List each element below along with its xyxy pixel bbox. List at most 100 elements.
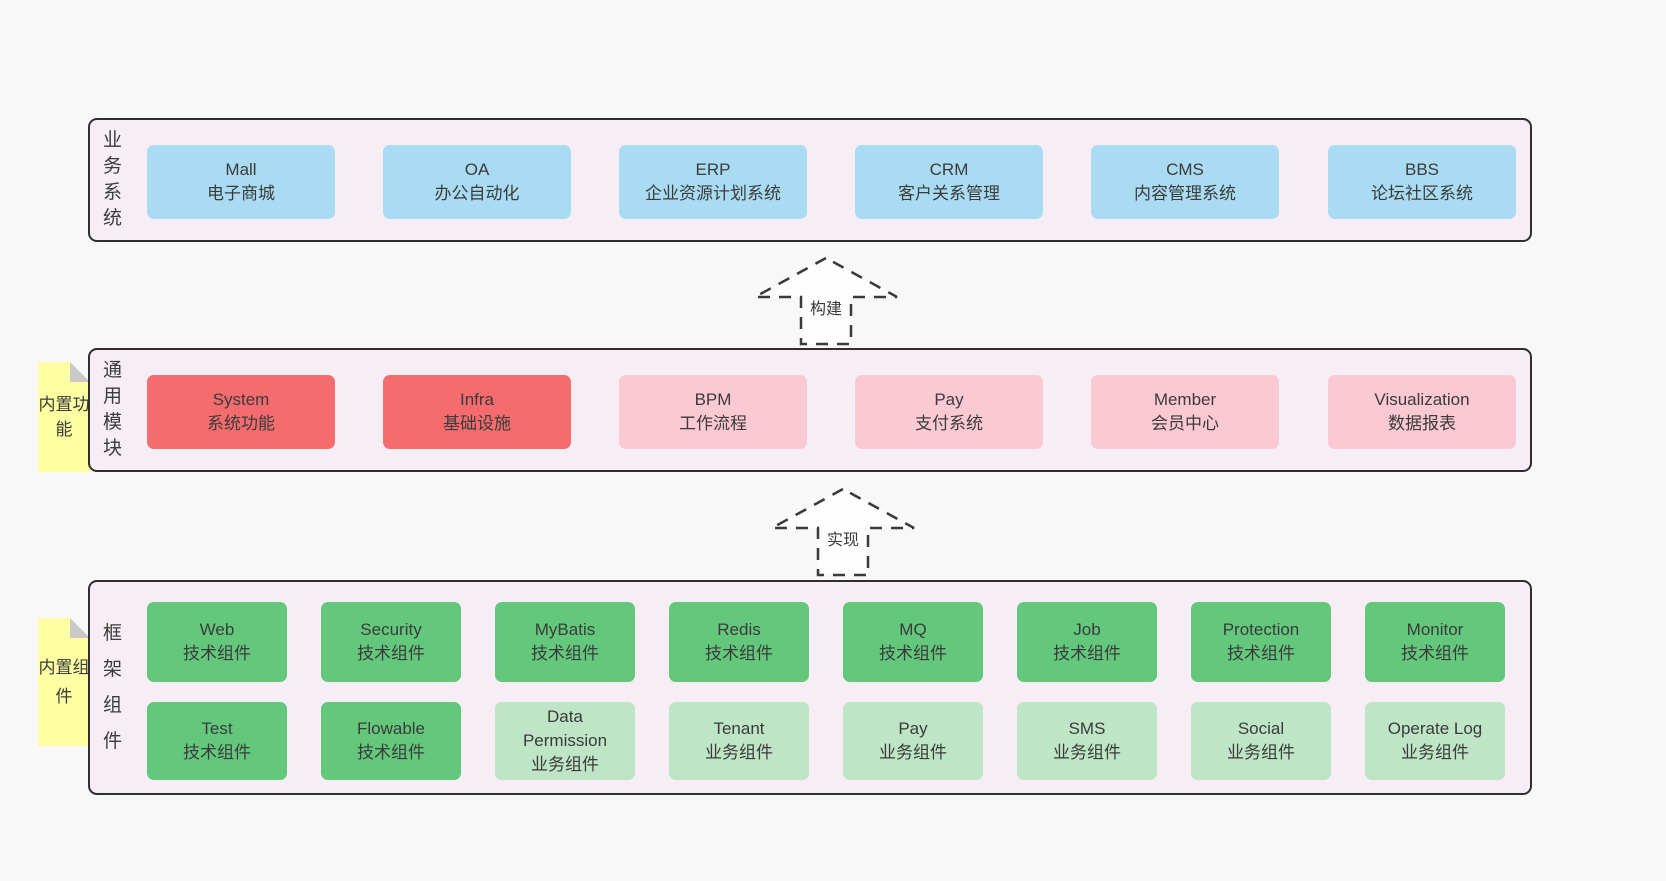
node-en-label: Pay bbox=[934, 390, 964, 409]
node-en-label: ERP bbox=[695, 160, 731, 179]
node-zh-label: 系统功能 bbox=[207, 414, 275, 433]
node-zh-label: 业务组件 bbox=[879, 743, 947, 762]
node-cms: CMS 内容管理系统 bbox=[1091, 145, 1279, 219]
node-en-label: Data Permission bbox=[522, 707, 608, 750]
node-mybatis: MyBatis 技术组件 bbox=[495, 602, 635, 682]
node-en-label: CMS bbox=[1166, 160, 1204, 179]
sticky-note-icon bbox=[38, 362, 90, 472]
node-en-label: OA bbox=[464, 160, 490, 179]
node-pay: Pay 支付系统 bbox=[855, 375, 1043, 449]
node-zh-label: 数据报表 bbox=[1388, 414, 1456, 433]
node-en-label: Web bbox=[199, 620, 235, 639]
node-en-label: CRM bbox=[929, 160, 969, 179]
node-en-label: Operate Log bbox=[1387, 719, 1483, 738]
node-security: Security 技术组件 bbox=[321, 602, 461, 682]
node-zh-label: 基础设施 bbox=[443, 414, 511, 433]
common-modules-layer: 通用模块 System 系统功能 Infra 基础设施 BPM 工作流程 Pay… bbox=[88, 348, 1532, 472]
node-mall: Mall 电子商城 bbox=[147, 145, 335, 219]
node-monitor: Monitor 技术组件 bbox=[1365, 602, 1505, 682]
node-operate-log: Operate Log 业务组件 bbox=[1365, 702, 1505, 780]
node-en-label: SMS bbox=[1068, 719, 1106, 738]
node-test: Test 技术组件 bbox=[147, 702, 287, 780]
node-en-label: Monitor bbox=[1406, 620, 1464, 639]
node-zh-label: 技术组件 bbox=[1227, 644, 1295, 663]
framework-components-layer-label: 框架组件 bbox=[102, 622, 122, 752]
node-zh-label: 工作流程 bbox=[679, 414, 747, 433]
node-bpm: BPM 工作流程 bbox=[619, 375, 807, 449]
business-systems-layer: 业务系统 Mall 电子商城 OA 办公自动化 ERP 企业资源计划系统 CRM… bbox=[88, 118, 1532, 242]
node-redis: Redis 技术组件 bbox=[669, 602, 809, 682]
node-zh-label: 业务组件 bbox=[1401, 743, 1469, 762]
builtin-features-note: 内置功能 bbox=[38, 362, 90, 472]
node-infra: Infra 基础设施 bbox=[383, 375, 571, 449]
node-web: Web 技术组件 bbox=[147, 602, 287, 682]
node-zh-label: 会员中心 bbox=[1151, 414, 1219, 433]
node-pay-biz: Pay 业务组件 bbox=[843, 702, 983, 780]
node-mq: MQ 技术组件 bbox=[843, 602, 983, 682]
node-bbs: BBS 论坛社区系统 bbox=[1328, 145, 1516, 219]
common-modules-layer-label: 通用模块 bbox=[102, 360, 122, 459]
implement-arrow: 实现 bbox=[768, 486, 918, 578]
node-zh-label: 技术组件 bbox=[183, 743, 251, 762]
node-system: System 系统功能 bbox=[147, 375, 335, 449]
node-en-label: Infra bbox=[459, 390, 495, 409]
builtin-features-note-label: 内置功能 bbox=[38, 395, 90, 439]
node-en-label: Security bbox=[360, 620, 422, 639]
node-zh-label: 技术组件 bbox=[531, 644, 599, 663]
node-en-label: Visualization bbox=[1374, 390, 1470, 409]
node-zh-label: 技术组件 bbox=[357, 644, 425, 663]
node-tenant: Tenant 业务组件 bbox=[669, 702, 809, 780]
node-zh-label: 技术组件 bbox=[1053, 644, 1121, 663]
node-social: Social 业务组件 bbox=[1191, 702, 1331, 780]
node-en-label: Flowable bbox=[356, 719, 426, 738]
node-en-label: BBS bbox=[1404, 160, 1440, 179]
node-en-label: Protection bbox=[1222, 620, 1300, 639]
builtin-components-note-label: 内置组件 bbox=[38, 658, 90, 706]
node-en-label: Redis bbox=[717, 620, 761, 639]
node-zh-label: 业务组件 bbox=[705, 743, 773, 762]
node-en-label: MyBatis bbox=[534, 620, 596, 639]
node-zh-label: 技术组件 bbox=[879, 644, 947, 663]
node-en-label: Mall bbox=[225, 160, 257, 179]
node-zh-label: 业务组件 bbox=[531, 755, 599, 774]
node-en-label: System bbox=[212, 390, 270, 409]
node-zh-label: 技术组件 bbox=[183, 644, 251, 663]
node-zh-label: 业务组件 bbox=[1227, 743, 1295, 762]
node-zh-label: 电子商城 bbox=[207, 184, 275, 203]
node-en-label: Member bbox=[1153, 390, 1217, 409]
node-en-label: Social bbox=[1237, 719, 1285, 738]
node-en-label: Pay bbox=[898, 719, 928, 738]
node-zh-label: 技术组件 bbox=[357, 743, 425, 762]
node-zh-label: 客户关系管理 bbox=[898, 184, 1000, 203]
node-zh-label: 内容管理系统 bbox=[1134, 184, 1236, 203]
node-en-label: Job bbox=[1073, 620, 1101, 639]
framework-components-layer: 框架组件 Web 技术组件 Security 技术组件 MyBatis 技术组件… bbox=[88, 580, 1532, 795]
node-job: Job 技术组件 bbox=[1017, 602, 1157, 682]
node-zh-label: 企业资源计划系统 bbox=[645, 184, 781, 203]
node-en-label: Tenant bbox=[713, 719, 765, 738]
node-zh-label: 论坛社区系统 bbox=[1371, 184, 1473, 203]
implement-arrow-label: 实现 bbox=[823, 526, 863, 550]
build-arrow-label: 构建 bbox=[806, 295, 846, 319]
sticky-note-icon bbox=[38, 618, 90, 746]
node-zh-label: 业务组件 bbox=[1053, 743, 1121, 762]
build-arrow: 构建 bbox=[751, 255, 901, 347]
node-en-label: Test bbox=[201, 719, 233, 738]
node-erp: ERP 企业资源计划系统 bbox=[619, 145, 807, 219]
node-protection: Protection 技术组件 bbox=[1191, 602, 1331, 682]
node-zh-label: 办公自动化 bbox=[434, 184, 520, 203]
builtin-components-note: 内置组件 bbox=[38, 618, 90, 746]
node-zh-label: 支付系统 bbox=[915, 414, 983, 433]
node-zh-label: 技术组件 bbox=[1401, 644, 1469, 663]
node-data-permission: Data Permission 业务组件 bbox=[495, 702, 635, 780]
node-crm: CRM 客户关系管理 bbox=[855, 145, 1043, 219]
node-en-label: MQ bbox=[899, 620, 927, 639]
node-sms: SMS 业务组件 bbox=[1017, 702, 1157, 780]
node-flowable: Flowable 技术组件 bbox=[321, 702, 461, 780]
node-en-label: BPM bbox=[694, 390, 732, 409]
business-systems-layer-label: 业务系统 bbox=[102, 130, 122, 229]
node-zh-label: 技术组件 bbox=[705, 644, 773, 663]
node-oa: OA 办公自动化 bbox=[383, 145, 571, 219]
node-visualization: Visualization 数据报表 bbox=[1328, 375, 1516, 449]
